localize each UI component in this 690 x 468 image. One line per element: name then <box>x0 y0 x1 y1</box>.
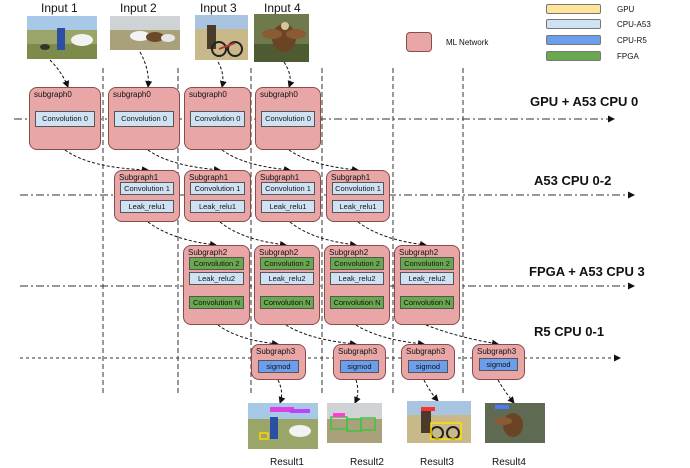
result-2-label: Result2 <box>350 457 384 468</box>
subgraph1-box: Subgraph1 Convolution 1 Leak_relu1 <box>255 170 321 222</box>
input-3-image <box>195 15 248 60</box>
input-2-label: Input 2 <box>120 1 157 15</box>
leak-relu2-op: Leak_relu2 <box>260 272 314 285</box>
input-1-image <box>27 16 97 59</box>
subgraph3-title: Subgraph3 <box>256 347 296 356</box>
subgraph2-box: Subgraph2 Convolution 2 Leak_relu2 Convo… <box>324 245 390 325</box>
convolution-1-op: Convolution 1 <box>190 182 245 195</box>
convolution-n-op: Convolution N <box>330 296 384 309</box>
input-4-image <box>254 14 309 62</box>
leak-relu1-op: Leak_relu1 <box>332 200 384 213</box>
convolution-1-op: Convolution 1 <box>120 182 174 195</box>
input-3-label: Input 3 <box>200 1 237 15</box>
legend-gpu-label: GPU <box>617 5 635 14</box>
subgraph3-title: Subgraph3 <box>406 347 446 356</box>
legend-ml-network-swatch <box>406 32 432 52</box>
legend-gpu-swatch <box>546 4 601 14</box>
convolution-0-op: Convolution 0 <box>35 111 95 127</box>
subgraph2-title: Subgraph2 <box>329 248 369 257</box>
legend-fpga-label: FPGA <box>617 52 639 61</box>
convolution-2-op: Convolution 2 <box>400 257 454 270</box>
subgraph1-title: Subgraph1 <box>331 173 371 182</box>
subgraph3-box: Subgraph3 sigmod <box>251 344 306 380</box>
legend-cpu-a53-swatch <box>546 19 601 29</box>
result-2-image <box>327 403 382 443</box>
convolution-0-op: Convolution 0 <box>190 111 245 127</box>
convolution-1-op: Convolution 1 <box>332 182 384 195</box>
subgraph0-title: subgraph0 <box>34 90 72 99</box>
sigmod-op: sigmod <box>408 360 448 373</box>
subgraph2-box: Subgraph2 Convolution 2 Leak_relu2 Convo… <box>183 245 250 325</box>
row-title-fpga-a53: FPGA + A53 CPU 3 <box>529 264 645 279</box>
sigmod-op: sigmod <box>258 360 299 373</box>
result-1-image <box>248 403 318 449</box>
subgraph0-box: subgraph0 Convolution 0 <box>184 87 251 150</box>
sigmod-op: sigmod <box>479 358 518 371</box>
subgraph1-title: Subgraph1 <box>189 173 229 182</box>
convolution-n-op: Convolution N <box>189 296 244 309</box>
legend-ml-network-label: ML Network <box>446 38 489 47</box>
leak-relu2-op: Leak_relu2 <box>330 272 384 285</box>
input-2-image <box>110 16 180 50</box>
subgraph3-box: Subgraph3 sigmod <box>472 344 525 380</box>
convolution-2-op: Convolution 2 <box>189 257 244 270</box>
subgraph2-box: Subgraph2 Convolution 2 Leak_relu2 Convo… <box>254 245 320 325</box>
result-4-image <box>485 403 545 443</box>
leak-relu2-op: Leak_relu2 <box>400 272 454 285</box>
subgraph3-box: Subgraph3 sigmod <box>333 344 386 380</box>
subgraph1-title: Subgraph1 <box>119 173 159 182</box>
convolution-2-op: Convolution 2 <box>260 257 314 270</box>
legend-fpga-swatch <box>546 51 601 61</box>
row-title-gpu-a53: GPU + A53 CPU 0 <box>530 94 639 109</box>
subgraph0-box: subgraph0 Convolution 0 <box>29 87 101 150</box>
subgraph0-box: subgraph0 Convolution 0 <box>108 87 180 150</box>
subgraph3-title: Subgraph3 <box>477 347 517 356</box>
subgraph1-title: Subgraph1 <box>260 173 300 182</box>
leak-relu1-op: Leak_relu1 <box>261 200 315 213</box>
row-title-r5: R5 CPU 0-1 <box>534 324 605 339</box>
result-1-label: Result1 <box>270 457 304 468</box>
result-4-label: Result4 <box>492 457 526 468</box>
subgraph3-box: Subgraph3 sigmod <box>401 344 455 380</box>
subgraph0-title: subgraph0 <box>113 90 151 99</box>
leak-relu1-op: Leak_relu1 <box>120 200 174 213</box>
subgraph3-title: Subgraph3 <box>338 347 378 356</box>
subgraph1-box: Subgraph1 Convolution 1 Leak_relu1 <box>326 170 390 222</box>
leak-relu1-op: Leak_relu1 <box>190 200 245 213</box>
subgraph2-box: Subgraph2 Convolution 2 Leak_relu2 Convo… <box>394 245 460 325</box>
subgraph2-title: Subgraph2 <box>188 248 228 257</box>
convolution-n-op: Convolution N <box>400 296 454 309</box>
convolution-2-op: Convolution 2 <box>330 257 384 270</box>
result-3-label: Result3 <box>420 457 454 468</box>
convolution-n-op: Convolution N <box>260 296 314 309</box>
convolution-0-op: Convolution 0 <box>261 111 315 127</box>
subgraph1-box: Subgraph1 Convolution 1 Leak_relu1 <box>114 170 180 222</box>
legend-cpu-r5-swatch <box>546 35 601 45</box>
input-4-label: Input 4 <box>264 1 301 15</box>
subgraph0-box: subgraph0 Convolution 0 <box>255 87 321 150</box>
result-3-image <box>407 401 471 443</box>
subgraph1-box: Subgraph1 Convolution 1 Leak_relu1 <box>184 170 251 222</box>
legend-cpu-r5-label: CPU-R5 <box>617 36 647 45</box>
convolution-1-op: Convolution 1 <box>261 182 315 195</box>
subgraph2-title: Subgraph2 <box>259 248 299 257</box>
row-title-a53: A53 CPU 0-2 <box>534 173 612 188</box>
subgraph0-title: subgraph0 <box>260 90 298 99</box>
subgraph2-title: Subgraph2 <box>399 248 439 257</box>
subgraph0-title: subgraph0 <box>189 90 227 99</box>
sigmod-op: sigmod <box>340 360 379 373</box>
legend-cpu-a53-label: CPU-A53 <box>617 20 651 29</box>
convolution-0-op: Convolution 0 <box>114 111 174 127</box>
leak-relu2-op: Leak_relu2 <box>189 272 244 285</box>
input-1-label: Input 1 <box>41 1 78 15</box>
